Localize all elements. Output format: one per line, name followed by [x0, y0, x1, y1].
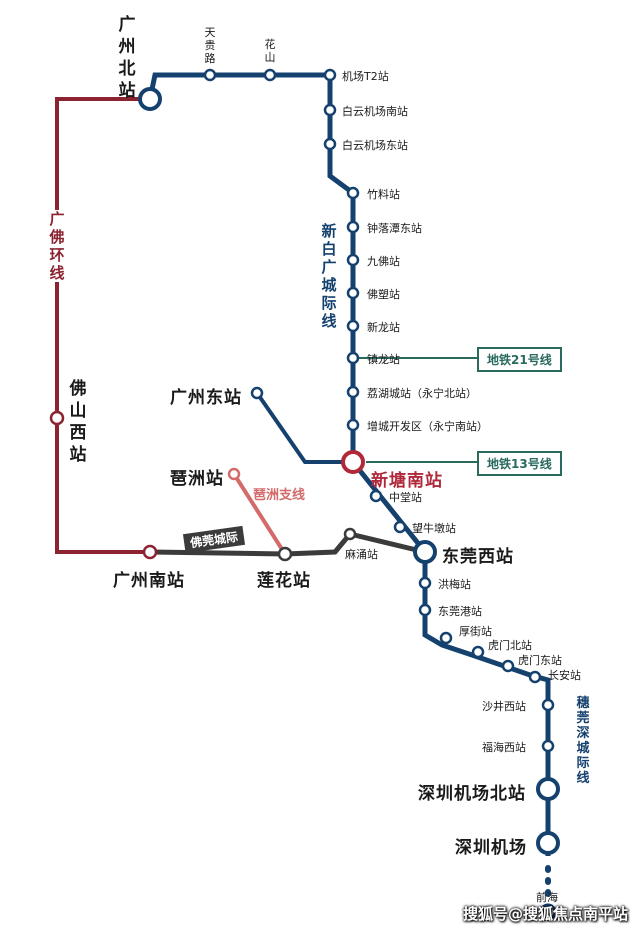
station-marker-lihu-cheng	[346, 385, 360, 399]
station-marker-dongguan-gang	[418, 603, 432, 617]
station-label-guangzhou-east: 广州东站	[170, 388, 242, 408]
station-marker-foshan-west	[49, 410, 65, 426]
station-marker-machong	[343, 527, 357, 541]
station-marker-huashan	[263, 68, 277, 82]
metro13-badge: 地铁13号线	[477, 451, 562, 476]
station-marker-shajing-west	[541, 698, 555, 712]
station-marker-fuhai-west	[541, 739, 555, 753]
station-marker-fosu	[346, 286, 360, 300]
station-label-hongmei: 洪梅站	[438, 578, 471, 591]
station-label-shajing-west: 沙井西站	[482, 700, 526, 713]
line-label-pazhou-branch: 琶洲支线	[253, 488, 306, 503]
station-marker-zhongluotan-east	[346, 220, 360, 234]
xinbai-guang-line	[147, 72, 356, 462]
station-marker-lianhua	[277, 546, 293, 562]
station-label-fosu: 佛塑站	[367, 288, 400, 301]
suiguan-shen-line	[351, 460, 551, 856]
station-marker-qianhai	[539, 903, 557, 921]
guangzhou-east-connector	[255, 391, 353, 464]
station-marker-baiyun-airport-south	[323, 103, 337, 117]
station-label-foshan-west: 佛山西站	[69, 379, 87, 465]
station-label-wangniudun: 望牛墩站	[412, 522, 456, 535]
station-marker-wangniudun	[393, 520, 407, 534]
station-label-airport-t2: 机场T2站	[342, 70, 389, 83]
station-label-machong: 麻涌站	[345, 548, 378, 561]
line-label-guangfo-ring: 广佛环线	[48, 210, 66, 282]
station-marker-dongguan-west	[413, 540, 437, 564]
station-marker-shenzhen-airport-north	[536, 777, 560, 801]
station-label-xintang-south: 新塘南站	[371, 471, 443, 491]
station-label-fuhai-west: 福海西站	[482, 741, 526, 754]
station-marker-changan	[528, 670, 542, 684]
station-label-guangzhou-north: 广州北站	[118, 15, 136, 101]
station-label-shenzhen-airport: 深圳机场	[455, 838, 527, 858]
line-label-suiguan-shen: 穗莞深城际线	[574, 696, 592, 786]
station-label-pazhou: 琶洲站	[170, 469, 224, 489]
station-label-lihu-cheng: 荔湖城站（永宁北站）	[367, 387, 477, 400]
station-label-zhongluotan-east: 钟落潭东站	[367, 222, 422, 235]
station-label-baiyun-airport-east: 白云机场东站	[342, 139, 408, 152]
station-label-humen-east: 虎门东站	[518, 654, 562, 667]
station-marker-xintang-south	[341, 450, 365, 474]
foguan-line	[149, 531, 426, 557]
station-label-guangzhou-south: 广州南站	[113, 571, 185, 591]
station-label-humen-north: 虎门北站	[488, 639, 532, 652]
station-label-changan: 长安站	[548, 669, 581, 682]
guangfo-ring-line	[55, 97, 150, 554]
station-marker-zhuliao	[346, 186, 360, 200]
metro21-badge: 地铁21号线	[477, 347, 562, 372]
station-label-zhenlong: 镇龙站	[367, 353, 400, 366]
station-marker-humen-north	[471, 645, 485, 659]
station-marker-shenzhen-airport	[536, 831, 560, 855]
station-marker-zhenlong	[346, 351, 360, 365]
station-marker-houjie	[439, 631, 453, 645]
station-label-houjie: 厚街站	[459, 625, 492, 638]
station-label-tiangui-lu: 天贵路	[204, 26, 216, 65]
station-label-baiyun-airport-south: 白云机场南站	[342, 105, 408, 118]
station-marker-jiufo	[346, 253, 360, 267]
station-marker-guangzhou-east	[250, 386, 264, 400]
station-label-xinlong: 新龙站	[367, 321, 400, 334]
station-marker-zengcheng-kaifaqu	[346, 418, 360, 432]
station-label-zhongtang: 中堂站	[389, 491, 422, 504]
watermark: 搜狐号@搜狐焦点南平站	[462, 905, 628, 923]
station-label-shenzhen-airport-north: 深圳机场北站	[418, 784, 526, 804]
station-marker-pazhou	[227, 467, 241, 481]
station-label-dongguan-west: 东莞西站	[442, 547, 514, 567]
station-marker-guangzhou-north	[138, 87, 162, 111]
station-label-qianhai: 前海	[536, 891, 558, 904]
station-marker-baiyun-airport-east	[323, 137, 337, 151]
station-label-jiufo: 九佛站	[367, 255, 400, 268]
station-label-lianhua: 莲花站	[257, 571, 311, 591]
station-marker-guangzhou-south	[142, 544, 158, 560]
station-marker-tiangui-lu	[203, 68, 217, 82]
station-label-zhuliao: 竹料站	[367, 188, 400, 201]
station-marker-zhongtang	[369, 489, 383, 503]
line-label-xinbai-guang: 新白广城际线	[320, 222, 338, 330]
station-label-huashan: 花山	[264, 38, 276, 64]
station-marker-humen-east	[501, 659, 515, 673]
station-label-dongguan-gang: 东莞港站	[438, 605, 482, 618]
station-marker-xinlong	[346, 319, 360, 333]
pazhou-branch-line	[232, 472, 287, 556]
station-marker-hongmei	[418, 576, 432, 590]
station-label-zengcheng-kaifaqu: 增城开发区（永宁南站）	[367, 420, 488, 433]
station-marker-airport-t2	[323, 68, 337, 82]
